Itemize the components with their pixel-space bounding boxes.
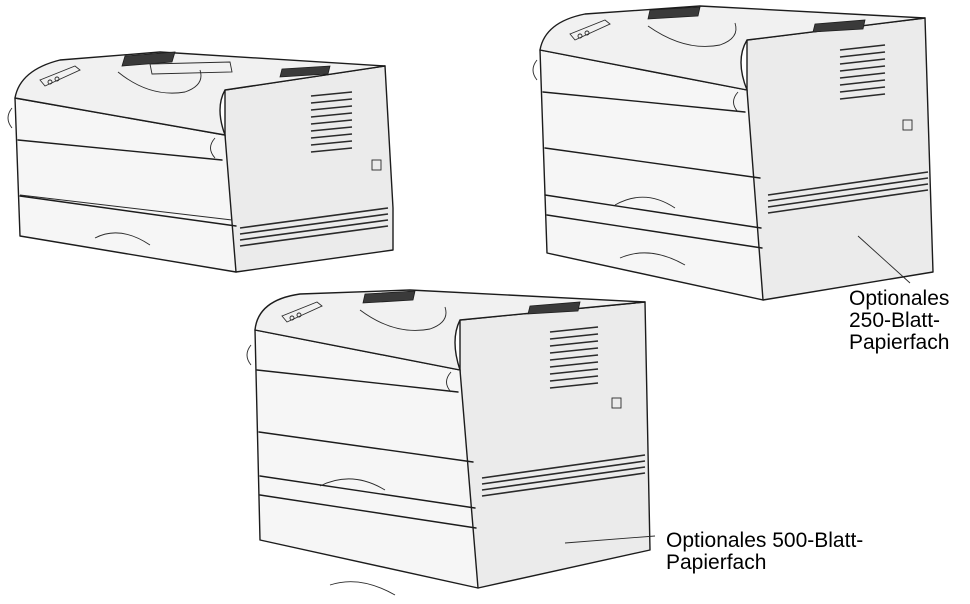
- callout-250-line-3: Papierfach: [849, 331, 950, 354]
- callout-500-line-2: Papierfach: [666, 551, 767, 574]
- printer-with-250-tray: [532, 5, 934, 301]
- printer-base-unit: [7, 51, 394, 273]
- callout-250-sheet-tray: Optionales 250-Blatt- Papierfach: [849, 288, 949, 354]
- callout-250-leader: [857, 235, 911, 284]
- callout-500-sheet-tray: Optionales 500-Blatt- Papierfach: [666, 530, 863, 574]
- callout-250-line-2: 250-Blatt-: [849, 309, 941, 332]
- callout-500-leader: [564, 535, 656, 544]
- callout-250-line-1: Optionales: [849, 287, 950, 310]
- printer-with-500-tray: [246, 289, 656, 596]
- callout-500-line-1: Optionales 500-Blatt-: [666, 529, 864, 552]
